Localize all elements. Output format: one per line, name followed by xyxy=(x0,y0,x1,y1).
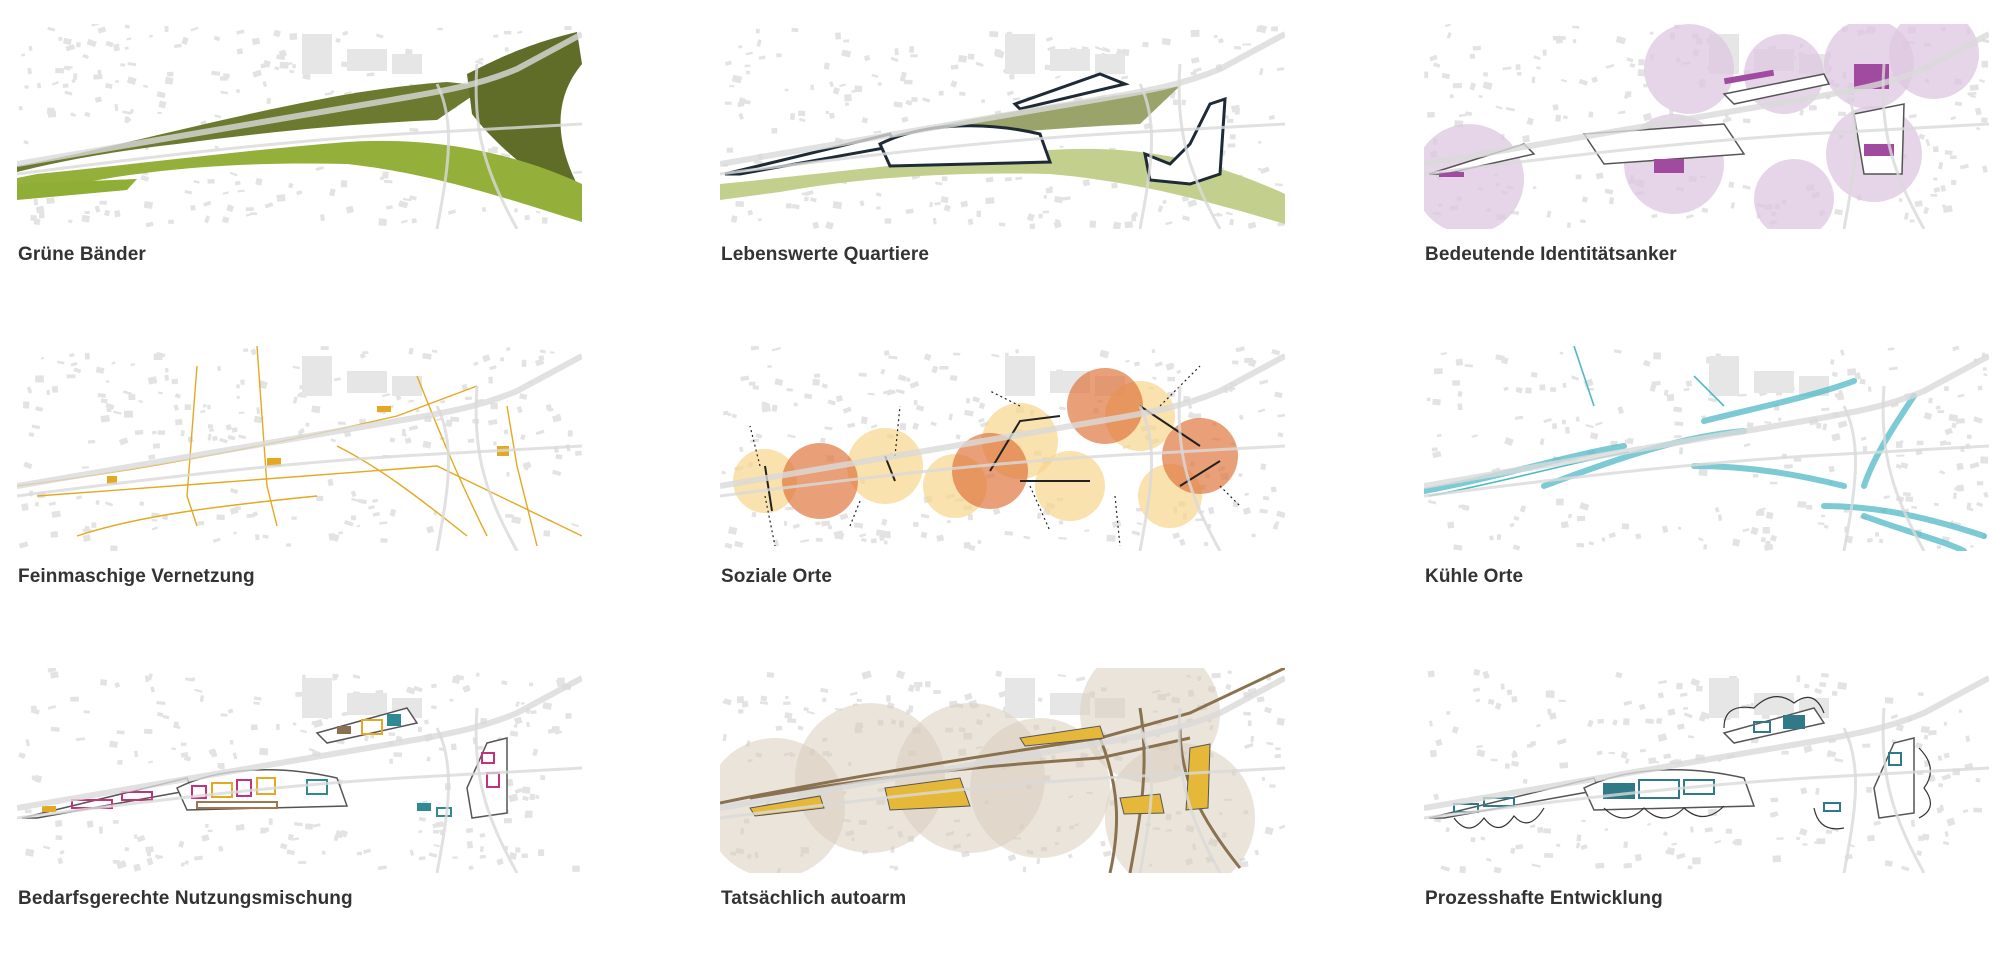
base-map xyxy=(18,346,582,551)
panel-caption: Kühle Orte xyxy=(1425,566,1524,587)
map-soziale-orte xyxy=(720,346,1285,551)
panel-feinmaschige-vernetzung: Feinmaschige Vernetzung xyxy=(17,346,582,616)
panel-prozesshafte-entwicklung: Prozesshafte Entwicklung xyxy=(1424,668,1989,938)
green-band-dark-east xyxy=(467,32,582,189)
panel-caption: Tatsächlich autoarm xyxy=(721,888,907,909)
green-band-light xyxy=(17,140,582,222)
map-identitaetsanker xyxy=(1424,24,1989,229)
map-nutzungsmischung xyxy=(17,668,582,873)
green-band-light xyxy=(720,148,1285,224)
map-autoarm xyxy=(720,668,1285,873)
map-feinmaschige-vernetzung xyxy=(17,346,582,551)
quarter-outline-3 xyxy=(1722,73,1831,105)
panel-gruene-baender: Grüne Bänder xyxy=(17,24,582,294)
panel-caption: Bedeutende Identitätsanker xyxy=(1425,244,1677,265)
panel-caption: Soziale Orte xyxy=(721,566,833,587)
panel-autoarm: Tatsächlich autoarm xyxy=(720,668,1285,938)
map-lebenswerte-quartiere xyxy=(720,24,1285,229)
panel-caption: Lebenswerte Quartiere xyxy=(721,244,930,265)
growth-arcs xyxy=(1453,696,1931,830)
map-kuehle-orte xyxy=(1424,346,1989,551)
use-blocks xyxy=(42,714,500,817)
panel-caption: Grüne Bänder xyxy=(18,244,146,265)
quarter-outline-4 xyxy=(1853,103,1905,175)
base-map xyxy=(1427,668,1983,873)
panel-identitaetsanker: Bedeutende Identitätsanker xyxy=(1424,24,1989,294)
map-prozesshafte-entwicklung xyxy=(1424,668,1989,873)
social-arrows-dotted xyxy=(749,365,1241,547)
quarter-outline-4 xyxy=(1143,96,1227,186)
panel-caption: Prozesshafte Entwicklung xyxy=(1425,888,1663,909)
panel-caption: Bedarfsgerechte Nutzungsmischung xyxy=(18,888,353,909)
map-gruene-baender xyxy=(17,24,582,229)
panel-soziale-orte: Soziale Orte xyxy=(720,346,1285,616)
panel-nutzungsmischung: Bedarfsgerechte Nutzungsmischung xyxy=(17,668,582,938)
panel-kuehle-orte: Kühle Orte xyxy=(1424,346,1989,616)
panel-lebenswerte-quartiere: Lebenswerte Quartiere xyxy=(720,24,1285,294)
base-map xyxy=(722,24,1285,229)
green-band-light-west xyxy=(17,179,137,200)
quarter-outline-3 xyxy=(1012,72,1130,111)
panel-caption: Feinmaschige Vernetzung xyxy=(18,566,255,587)
